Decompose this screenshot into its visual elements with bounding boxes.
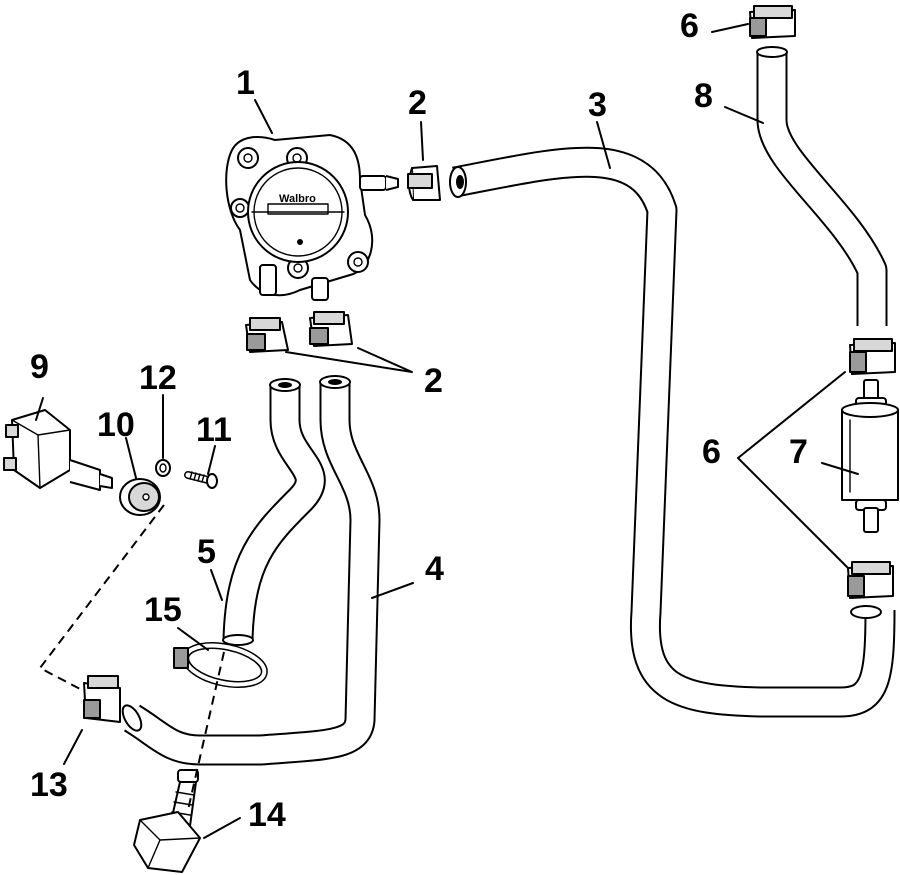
alignment-lines (38, 504, 225, 811)
callout-8: 8 (694, 77, 713, 115)
callout-11: 11 (196, 411, 232, 449)
clamp-2-left (245, 317, 289, 353)
callout-5: 5 (197, 533, 216, 571)
leader-lines (35, 23, 859, 839)
callout-1: 1 (236, 64, 255, 102)
fuel-filter (841, 379, 899, 533)
callout-10: 10 (97, 406, 135, 444)
clamp-6-bottom (847, 561, 894, 599)
brand-mark: Walbro (279, 193, 316, 205)
hose-5 (222, 378, 326, 646)
callout-7: 7 (789, 433, 808, 471)
hose-8 (756, 46, 888, 326)
clamp-15 (173, 642, 268, 688)
clamp-2-right (309, 311, 353, 347)
screw (184, 471, 218, 489)
washer (155, 459, 171, 477)
hose-4 (121, 375, 381, 766)
clamp-2-top (407, 165, 441, 201)
callout-12: 12 (139, 359, 177, 397)
callout-6-middle: 6 (702, 433, 721, 471)
callout-14: 14 (248, 796, 286, 834)
hose-3 (449, 146, 896, 718)
elbow-fitting (133, 769, 201, 873)
clamp-6-middle (849, 338, 896, 375)
callout-2-top: 2 (408, 84, 427, 122)
callout-2-bottom: 2 (424, 362, 443, 400)
callout-6-top: 6 (680, 7, 699, 45)
clamp-6-top (749, 5, 796, 39)
callout-3: 3 (588, 86, 607, 124)
callout-4: 4 (425, 550, 444, 588)
callout-13: 13 (30, 766, 68, 804)
fuel-solenoid (3, 409, 113, 491)
grommet (119, 478, 161, 516)
callout-9: 9 (30, 348, 49, 386)
fuel-pump: Walbro (225, 134, 399, 301)
callout-15: 15 (144, 591, 182, 629)
callout-labels: 1 2 2 3 4 5 6 6 7 8 9 10 11 12 13 14 15 (30, 7, 808, 834)
clamp-13 (83, 675, 121, 723)
